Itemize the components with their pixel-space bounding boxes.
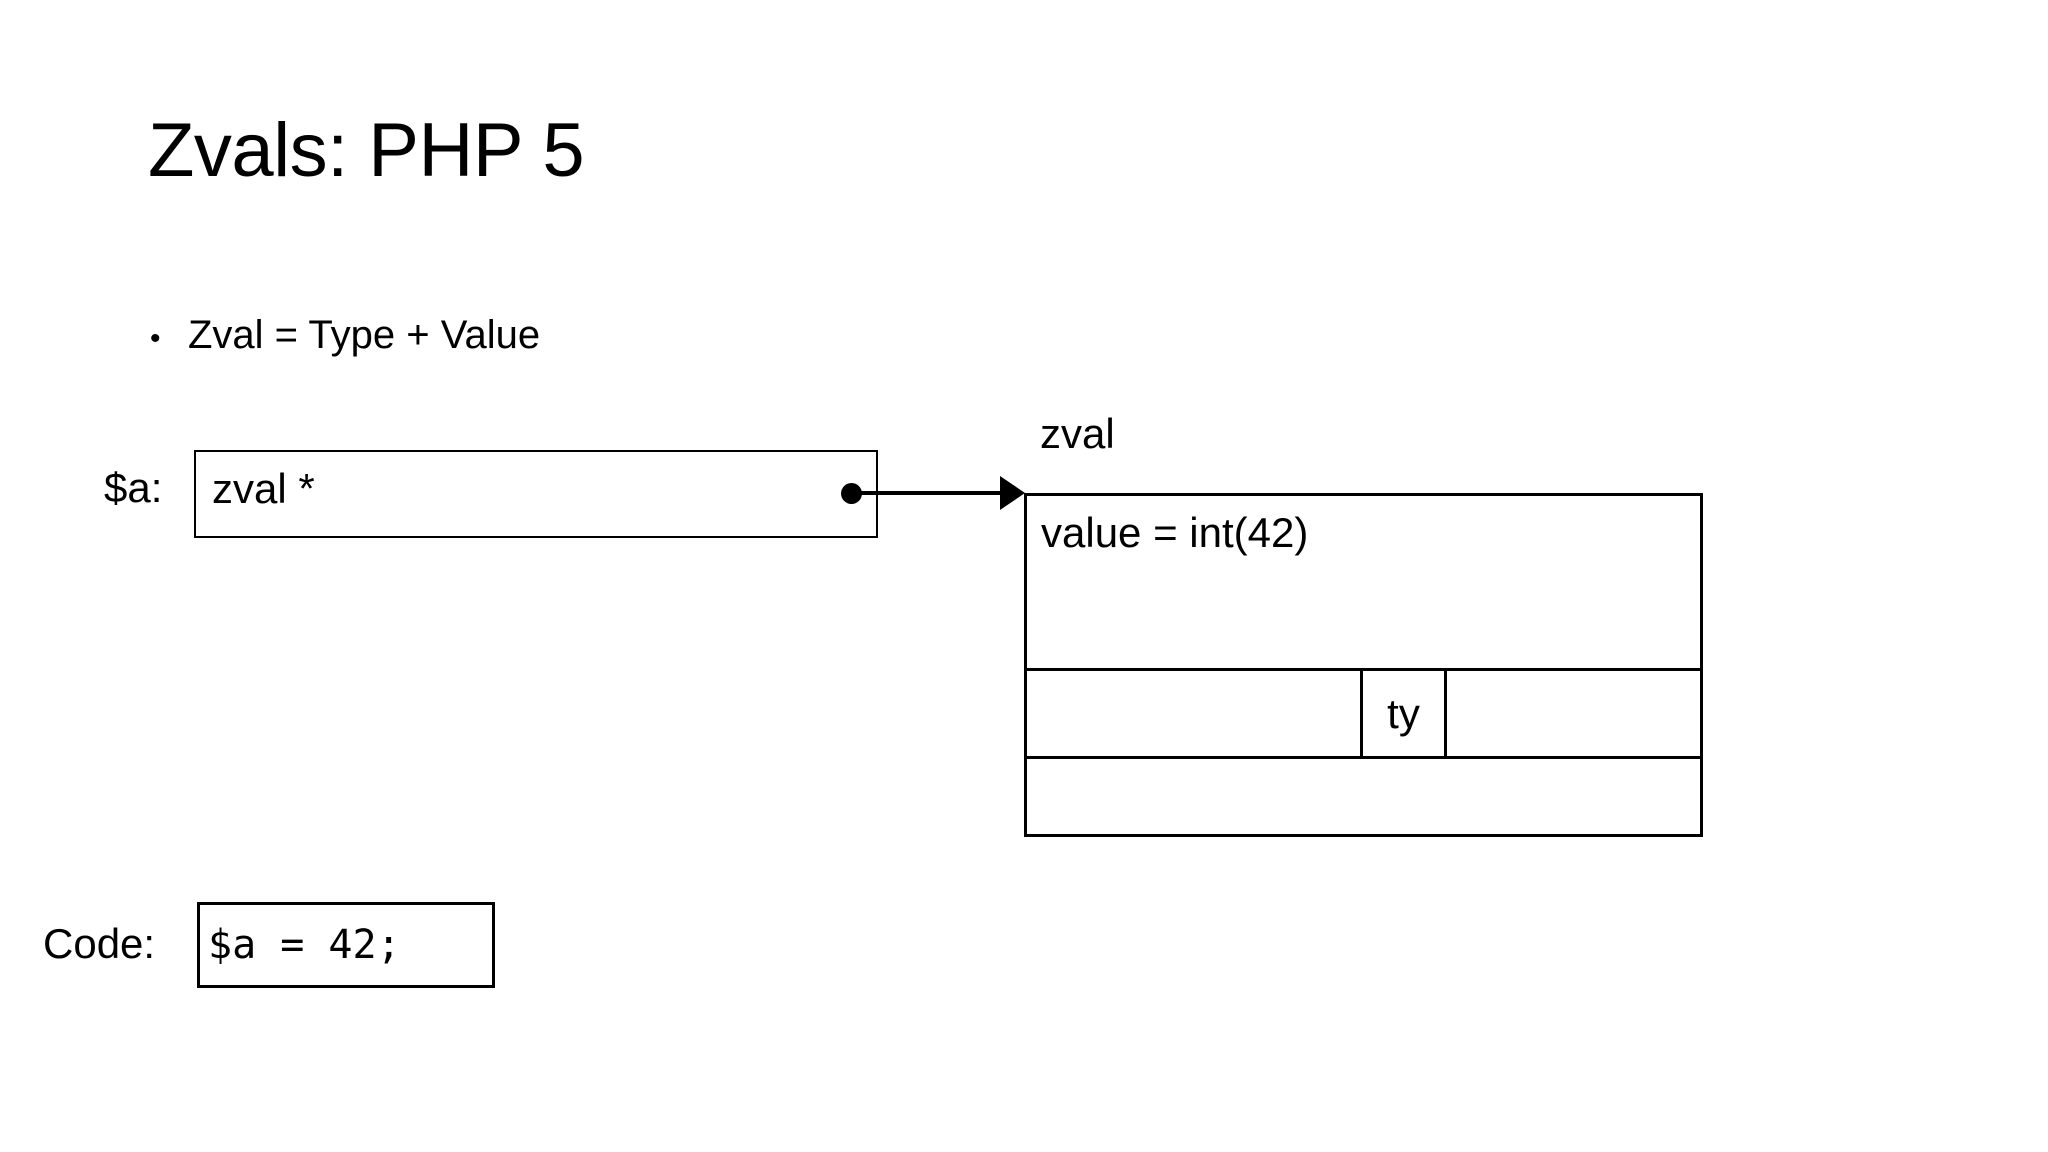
zval-struct-caption: zval [1040,410,1115,457]
table-row: ty [1027,671,1700,759]
code-label: Code: [43,920,156,967]
zval-struct-table: value = int(42) ty [1024,493,1703,837]
zval-empty-cell [1027,759,1700,834]
zval-type-cell-right [1447,671,1700,756]
zval-value-cell: value = int(42) [1041,509,1309,556]
arrow-right-icon [1000,476,1025,510]
filled-dot-icon [841,483,862,504]
code-snippet-text: $a = 42; [208,922,401,968]
list-item: • Zval = Type + Value [150,310,1250,360]
bullet-item-label: Zval = Type + Value [188,313,541,357]
table-row: value = int(42) [1027,496,1700,671]
bullet-list: • Zval = Type + Value [150,310,1250,360]
page-title: Zvals: PHP 5 [148,108,585,193]
pointer-variable-box: zval * [194,450,878,538]
pointer-type-label: zval * [212,465,315,512]
pointer-line [855,491,1007,495]
table-row [1027,759,1700,834]
bullet-marker-icon: • [150,322,161,355]
zval-type-cell-middle: ty [1363,671,1447,756]
code-snippet-box: $a = 42; [197,902,495,988]
zval-type-cell-left [1027,671,1363,756]
variable-label-a: $a: [104,464,163,511]
